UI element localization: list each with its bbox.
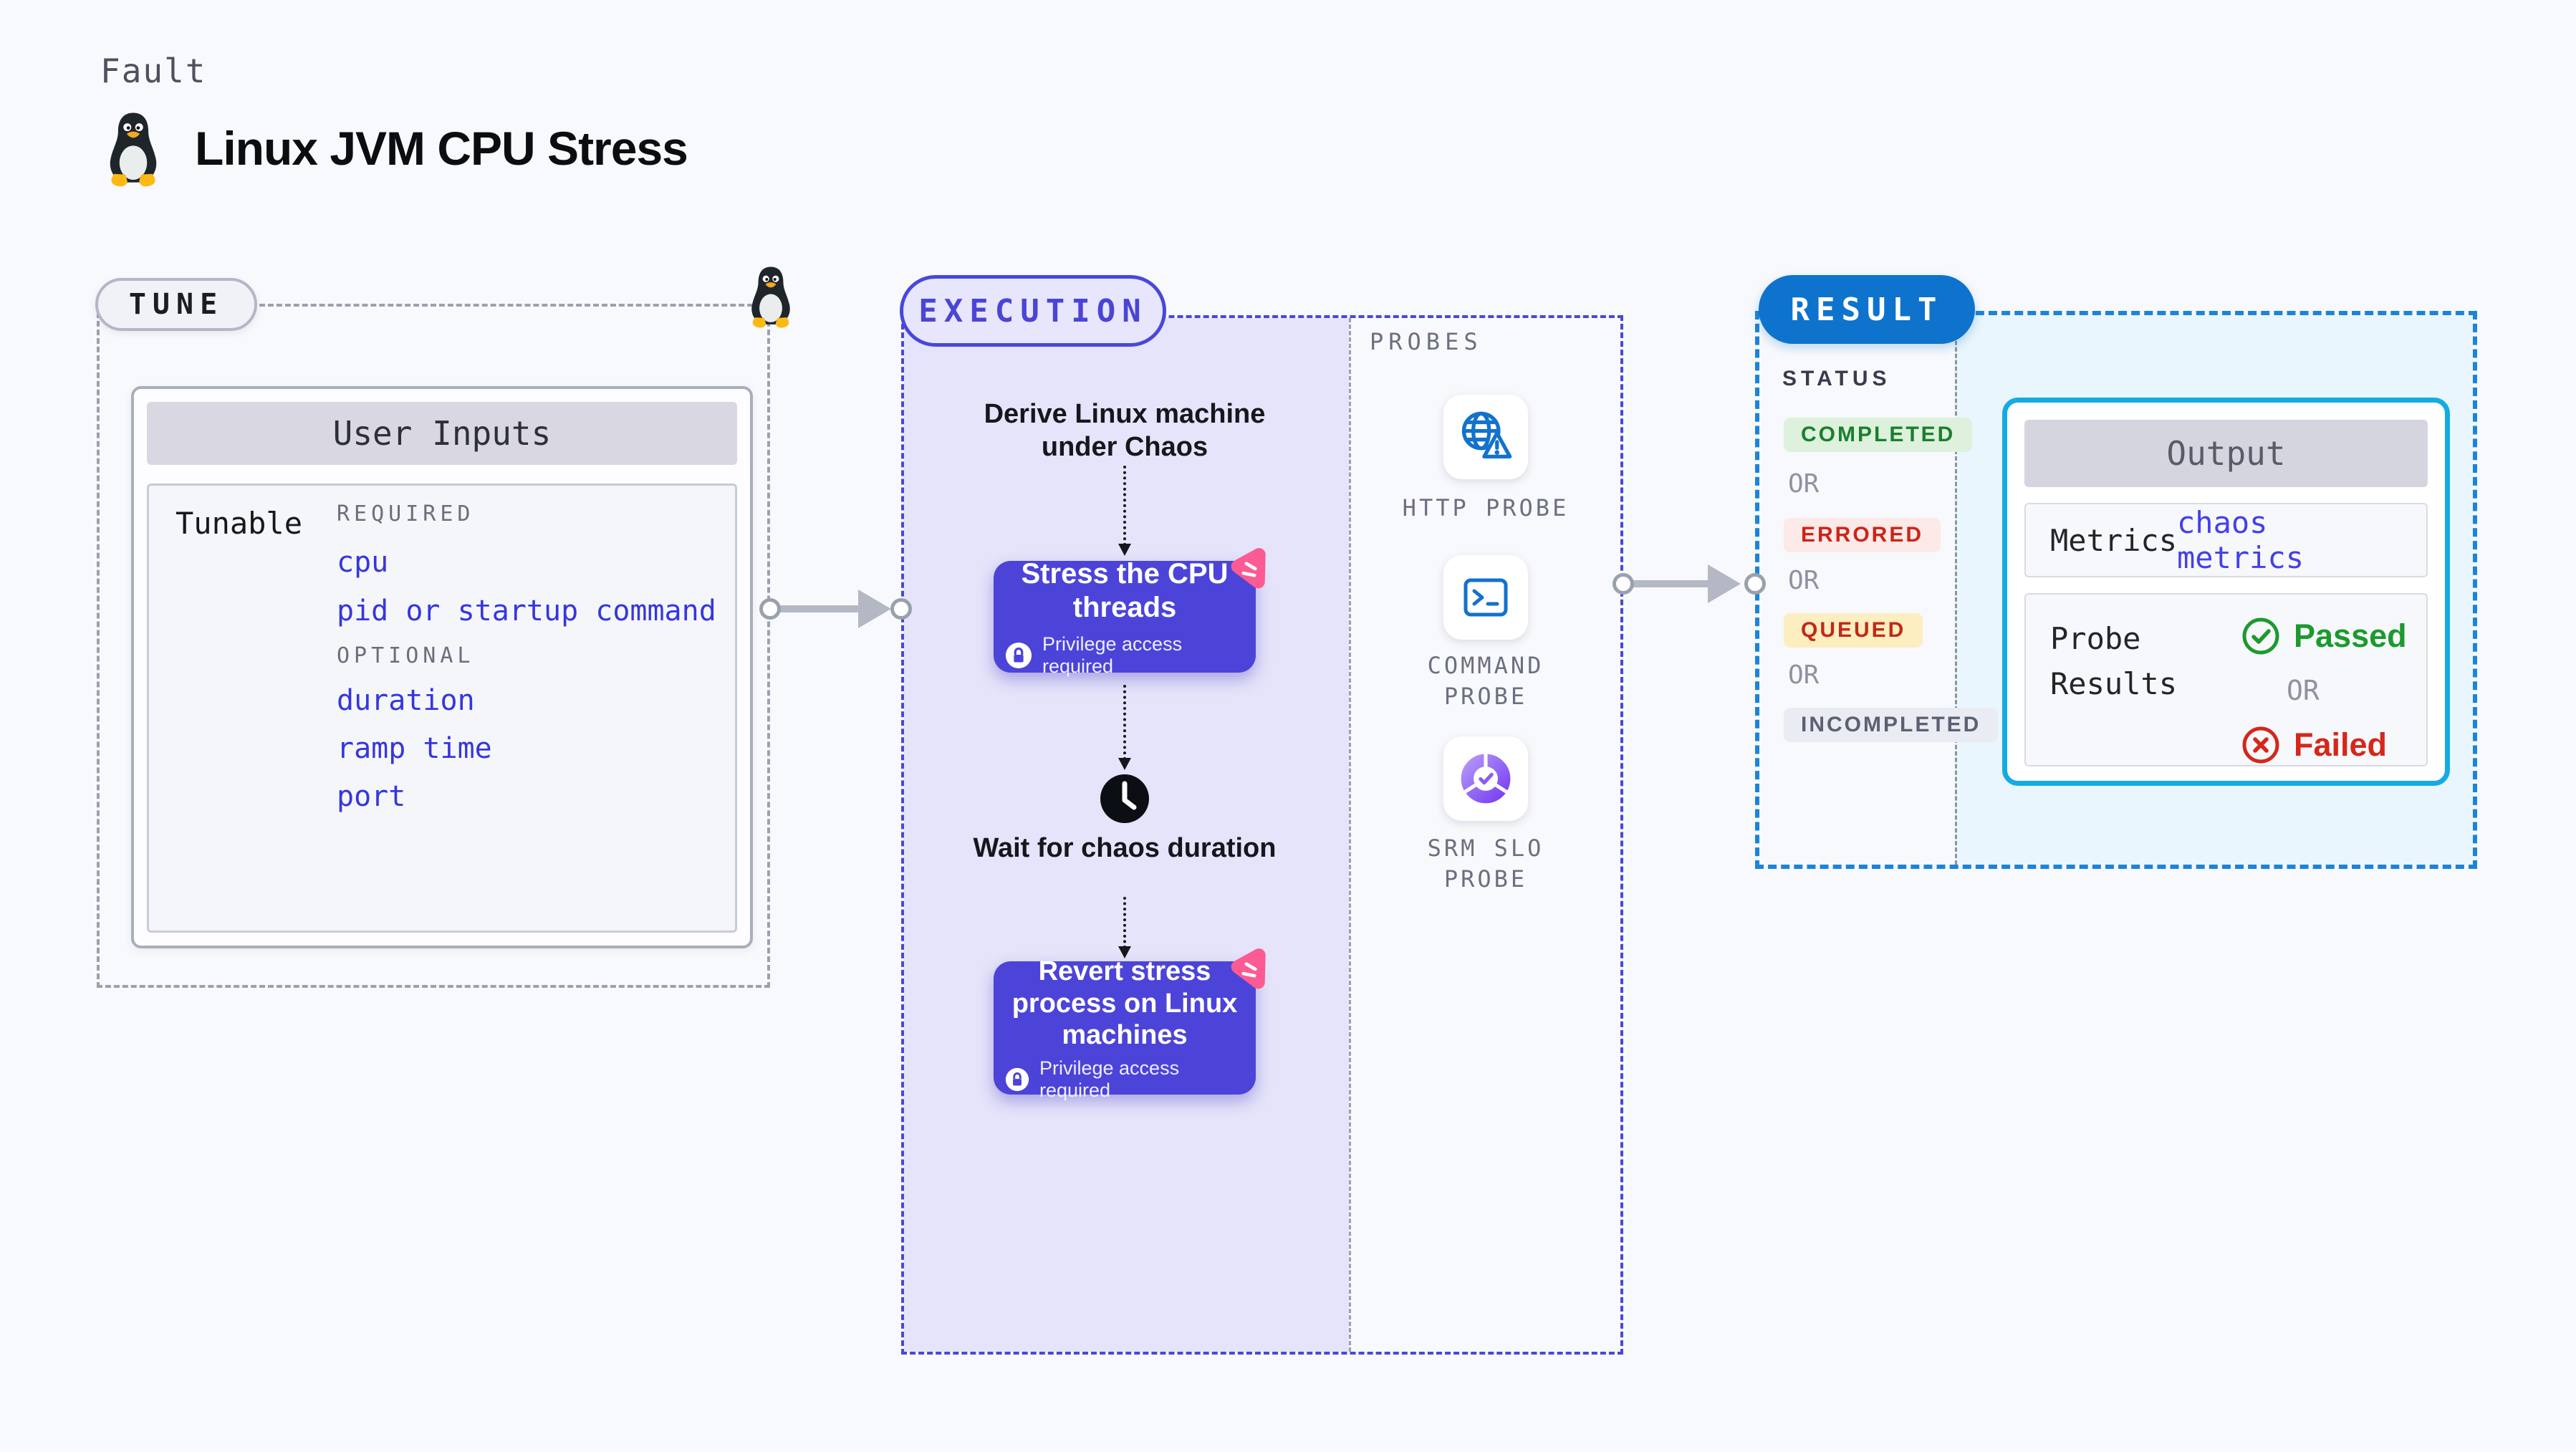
- result-pill: RESULT: [1759, 275, 1975, 344]
- globe-alert-icon: [1457, 408, 1514, 466]
- flow-dotted-arrow: [1118, 466, 1131, 556]
- x-circle-icon: [2241, 725, 2281, 765]
- stress-step-title: Stress the CPU threads: [1021, 557, 1229, 623]
- clock-icon: [1099, 773, 1150, 824]
- status-badge-queued: QUEUED: [1784, 613, 1923, 648]
- arrow-head: [858, 590, 891, 628]
- probes-heading: PROBES: [1370, 328, 1483, 355]
- metrics-label: Metrics: [2050, 522, 2178, 558]
- status-output-divider: [1955, 315, 1957, 865]
- status-badge-errored: ERRORED: [1784, 518, 1941, 552]
- http-probe-card: [1443, 395, 1528, 479]
- tunable-link-duration[interactable]: duration: [337, 684, 475, 717]
- execution-probes-divider: [1349, 318, 1351, 1352]
- arrow-line: [775, 605, 861, 612]
- metrics-row: Metrics chaos metrics: [2024, 503, 2428, 577]
- chaos-logo-icon: [1226, 547, 1273, 594]
- http-probe-label: HTTP PROBE: [1402, 494, 1570, 521]
- execution-pill: EXECUTION: [900, 275, 1166, 347]
- user-inputs-body: [147, 484, 737, 933]
- required-group-label: REQUIRED: [337, 501, 475, 527]
- failed-label: Failed: [2294, 726, 2388, 763]
- tunable-link-ramp-time[interactable]: ramp time: [337, 732, 492, 765]
- output-header: Output: [2024, 420, 2428, 487]
- probe-results-row: Probe Results Passed OR: [2024, 593, 2428, 766]
- arrow-line: [1628, 580, 1710, 587]
- terminal-icon: [1458, 570, 1513, 625]
- arrow-head: [1708, 564, 1741, 603]
- linux-tux-corner-icon: [744, 264, 798, 329]
- wait-step-label: Wait for chaos duration: [973, 833, 1277, 863]
- flow-dotted-arrow: [1118, 897, 1131, 958]
- probe-results-label: Probe Results: [2050, 621, 2178, 701]
- revert-stress-step: Revert stress process on Linux machines …: [994, 961, 1256, 1101]
- srm-slo-probe-label: SRM SLO PROBE: [1427, 835, 1544, 893]
- command-probe-card: [1443, 555, 1528, 640]
- lock-icon: [1005, 642, 1032, 669]
- page-title: Linux JVM CPU Stress: [195, 122, 688, 175]
- tune-pill: TUNE: [95, 278, 257, 331]
- metrics-value: chaos metrics: [2177, 505, 2305, 575]
- output-card: Output Metrics chaos metrics Probe Resul…: [2002, 398, 2450, 786]
- tunable-row-label: Tunable: [176, 506, 303, 541]
- srm-slo-probe-card: [1443, 736, 1528, 821]
- flow-dotted-arrow: [1118, 685, 1131, 770]
- privilege-note: Privilege access required: [1039, 1057, 1180, 1102]
- stress-cpu-step: Stress the CPU threads Privilege access …: [994, 561, 1256, 677]
- connector-node: [759, 598, 781, 620]
- passed-label: Passed: [2294, 617, 2407, 654]
- lock-icon: [1005, 1067, 1029, 1092]
- status-or: OR: [1788, 566, 1820, 595]
- privilege-note: Privilege access required: [1042, 633, 1183, 678]
- optional-group-label: OPTIONAL: [337, 643, 475, 668]
- status-badge-completed: COMPLETED: [1784, 418, 1973, 452]
- passed-outcome: Passed: [2241, 616, 2407, 656]
- status-or: OR: [1788, 469, 1820, 499]
- status-or: OR: [1788, 660, 1820, 690]
- command-probe-label: COMMAND PROBE: [1427, 652, 1544, 711]
- derive-step-label: Derive Linux machine under Chaos: [984, 399, 1266, 462]
- status-heading: STATUS: [1782, 367, 1891, 390]
- tunable-link-cpu[interactable]: cpu: [337, 546, 389, 579]
- linux-tux-icon: [100, 109, 166, 188]
- connector-node: [1744, 573, 1766, 595]
- status-badge-incompleted: INCOMPLETED: [1784, 708, 1999, 742]
- check-circle-icon: [2241, 616, 2281, 656]
- failed-outcome: Failed: [2241, 725, 2387, 765]
- connector-node: [1613, 573, 1634, 595]
- slo-donut-icon: [1458, 751, 1514, 807]
- title-row: Linux JVM CPU Stress: [100, 109, 688, 188]
- user-inputs-header: User Inputs: [147, 402, 737, 465]
- tunable-link-port[interactable]: port: [337, 780, 406, 813]
- connector-node: [890, 598, 912, 620]
- revert-step-title: Revert stress process on Linux machines: [1011, 956, 1238, 1051]
- outcome-or: OR: [2287, 675, 2320, 706]
- fault-kicker: Fault: [100, 52, 207, 90]
- tunable-link-pid-or-startup-command[interactable]: pid or startup command: [337, 595, 716, 628]
- execution-fill: [904, 318, 1349, 1352]
- chaos-logo-icon: [1226, 947, 1273, 994]
